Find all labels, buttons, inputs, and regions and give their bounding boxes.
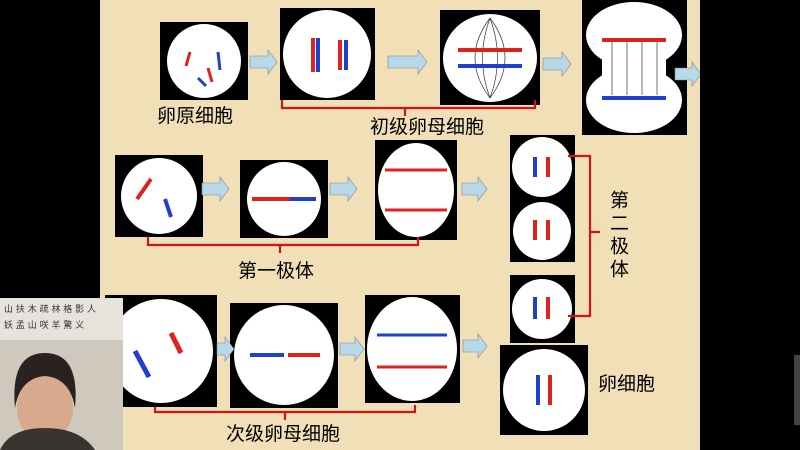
second-polar-body-cell-3 [510, 275, 575, 343]
presenter-video-icon: 山 扶 木 疏 林 格 影 人 妖 孟 山 咲 羊 驚 义 [0, 298, 123, 450]
second-polar-body-cell-2 [510, 200, 575, 262]
first-polar-body-cell [115, 155, 203, 237]
calligraphy-line-2: 妖 孟 山 咲 羊 驚 义 [4, 321, 85, 331]
secondary-oocyte-anaphase-cell [365, 295, 460, 403]
second-polar-body-bracket [568, 154, 600, 318]
primary-oocyte-anaphase-cell [582, 0, 687, 135]
egg-cell-label: 卵细胞 [598, 373, 656, 395]
first-polar-body-anaphase-cell [375, 140, 457, 240]
primary-oocyte-metaphase-cell [440, 10, 540, 105]
oogonium-label: 卵原细胞 [157, 105, 234, 127]
primary-oocyte-bracket [280, 100, 537, 116]
primary-oocyte-label: 初级卵母细胞 [370, 116, 485, 138]
secondary-oocyte-metaphase-cell [230, 303, 338, 408]
secondary-oocyte-bracket [153, 405, 417, 420]
second-polar-body-cell-1 [510, 135, 575, 200]
calligraphy-line-1: 山 扶 木 疏 林 格 影 人 [4, 305, 97, 315]
egg-cell [500, 345, 588, 435]
secondary-oocyte-label: 次级卵母细胞 [226, 423, 341, 445]
scrollbar[interactable] [794, 355, 800, 425]
first-polar-body-bracket [146, 237, 420, 253]
slide-canvas: 卵原细胞 初级卵母细胞 [100, 0, 700, 450]
first-polar-body-metaphase-cell [240, 160, 328, 238]
secondary-oocyte-cell [105, 295, 217, 407]
second-polar-body-label: 第二极体 [607, 190, 629, 282]
first-polar-body-label: 第一极体 [238, 260, 315, 282]
oogonium-cell [160, 22, 248, 100]
primary-oocyte-interphase-cell [280, 8, 375, 100]
arrows-layer [146, 49, 700, 420]
